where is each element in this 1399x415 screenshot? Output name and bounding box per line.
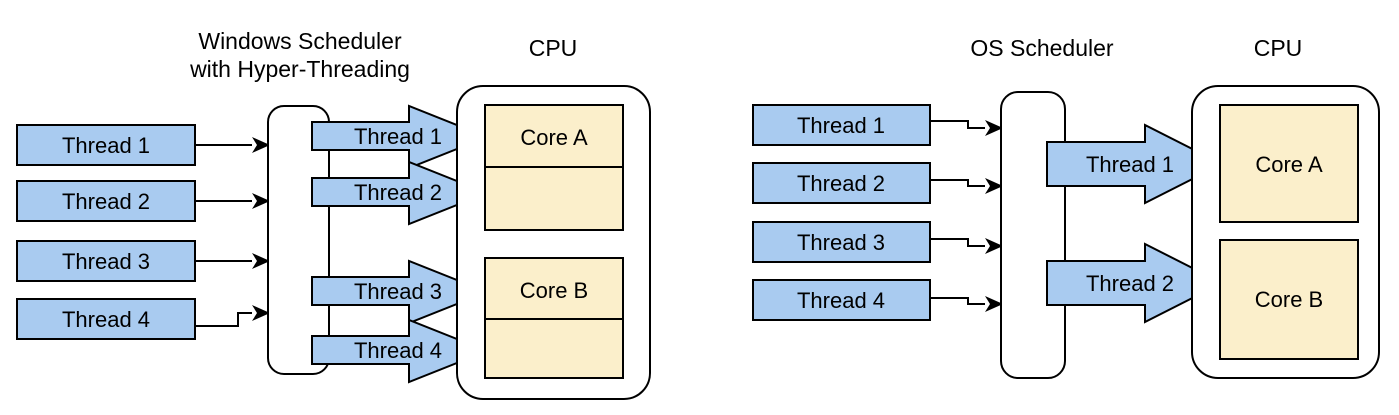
dispatch-arrow-label: Thread 1 <box>354 124 442 149</box>
incoming-connector-group <box>930 120 1003 312</box>
dispatch-arrow[interactable]: Thread 4 <box>311 318 490 384</box>
core-label: Core A <box>520 125 588 150</box>
incoming-connector-arrow <box>195 193 270 209</box>
incoming-thread-item[interactable]: Thread 1 <box>16 124 196 166</box>
core-label: Core A <box>1255 152 1323 177</box>
scheduler-container <box>1000 91 1066 379</box>
incoming-connector-arrow <box>195 137 270 153</box>
core-block[interactable]: Core B <box>1219 239 1359 360</box>
incoming-connector-arrow <box>930 238 1003 254</box>
dispatch-arrow-label: Thread 4 <box>354 338 442 363</box>
incoming-thread-label: Thread 1 <box>797 113 885 138</box>
panel-hyper-threading: Windows Scheduler with Hyper-Threading C… <box>16 28 651 400</box>
incoming-connector-arrow <box>930 120 1003 136</box>
incoming-thread-item[interactable]: Thread 4 <box>752 279 931 321</box>
incoming-thread-label: Thread 1 <box>62 133 150 158</box>
incoming-connector-arrow <box>930 296 1003 312</box>
incoming-connector-arrow <box>195 253 270 269</box>
incoming-thread-item[interactable]: Thread 3 <box>16 240 196 282</box>
incoming-thread-list: Thread 1 Thread 2 Thread 3 Thread 4 <box>752 104 931 321</box>
dispatch-arrow[interactable]: Thread 1 <box>1046 123 1225 205</box>
core-label: Core B <box>1255 287 1323 312</box>
dispatch-arrow-group: Thread 1 Thread 2 Thread 3 Thread 4 <box>311 104 490 384</box>
core-label: Core B <box>520 278 588 303</box>
scheduler-title-line1: OS Scheduler <box>970 35 1114 61</box>
dispatch-arrow[interactable]: Thread 2 <box>1046 242 1225 324</box>
scheduler-title-line1: Windows Scheduler <box>198 28 402 54</box>
incoming-thread-label: Thread 2 <box>62 189 150 214</box>
dispatch-arrow-label: Thread 2 <box>1086 271 1174 296</box>
incoming-thread-item[interactable]: Thread 2 <box>752 162 931 204</box>
dispatch-arrow-label: Thread 3 <box>354 279 442 304</box>
core-block[interactable]: Core A <box>1219 104 1359 223</box>
scheduler-container <box>267 105 330 375</box>
scheduler-title-line2: with Hyper-Threading <box>189 56 410 82</box>
incoming-thread-item[interactable]: Thread 2 <box>16 180 196 222</box>
dispatch-arrow[interactable]: Thread 2 <box>311 160 490 226</box>
core-block[interactable]: Core B <box>484 257 624 379</box>
cpu-title: CPU <box>529 35 578 61</box>
incoming-thread-label: Thread 4 <box>62 307 150 332</box>
incoming-thread-label: Thread 4 <box>797 288 885 313</box>
dispatch-arrow-label: Thread 2 <box>354 180 442 205</box>
incoming-connector-arrow <box>930 178 1003 194</box>
incoming-thread-label: Thread 3 <box>62 249 150 274</box>
incoming-connector-arrow <box>195 305 270 327</box>
dispatch-arrow-group: Thread 1 Thread 2 <box>1046 123 1225 324</box>
dispatch-arrow[interactable]: Thread 3 <box>311 259 490 325</box>
incoming-thread-item[interactable]: Thread 1 <box>752 104 931 146</box>
incoming-thread-list: Thread 1 Thread 2 Thread 3 Thread 4 <box>16 124 196 340</box>
dispatch-arrow[interactable]: Thread 1 <box>311 104 490 170</box>
incoming-thread-item[interactable]: Thread 3 <box>752 221 931 263</box>
incoming-connector-group <box>195 137 270 327</box>
dispatch-arrow-label: Thread 1 <box>1086 152 1174 177</box>
core-block[interactable]: Core A <box>484 104 624 231</box>
incoming-thread-item[interactable]: Thread 4 <box>16 298 196 340</box>
incoming-thread-label: Thread 2 <box>797 171 885 196</box>
cpu-title: CPU <box>1254 35 1303 61</box>
panel-no-hyper-threading: OS Scheduler CPU Thread 1 Thread 2 Threa… <box>752 35 1380 379</box>
incoming-thread-label: Thread 3 <box>797 230 885 255</box>
